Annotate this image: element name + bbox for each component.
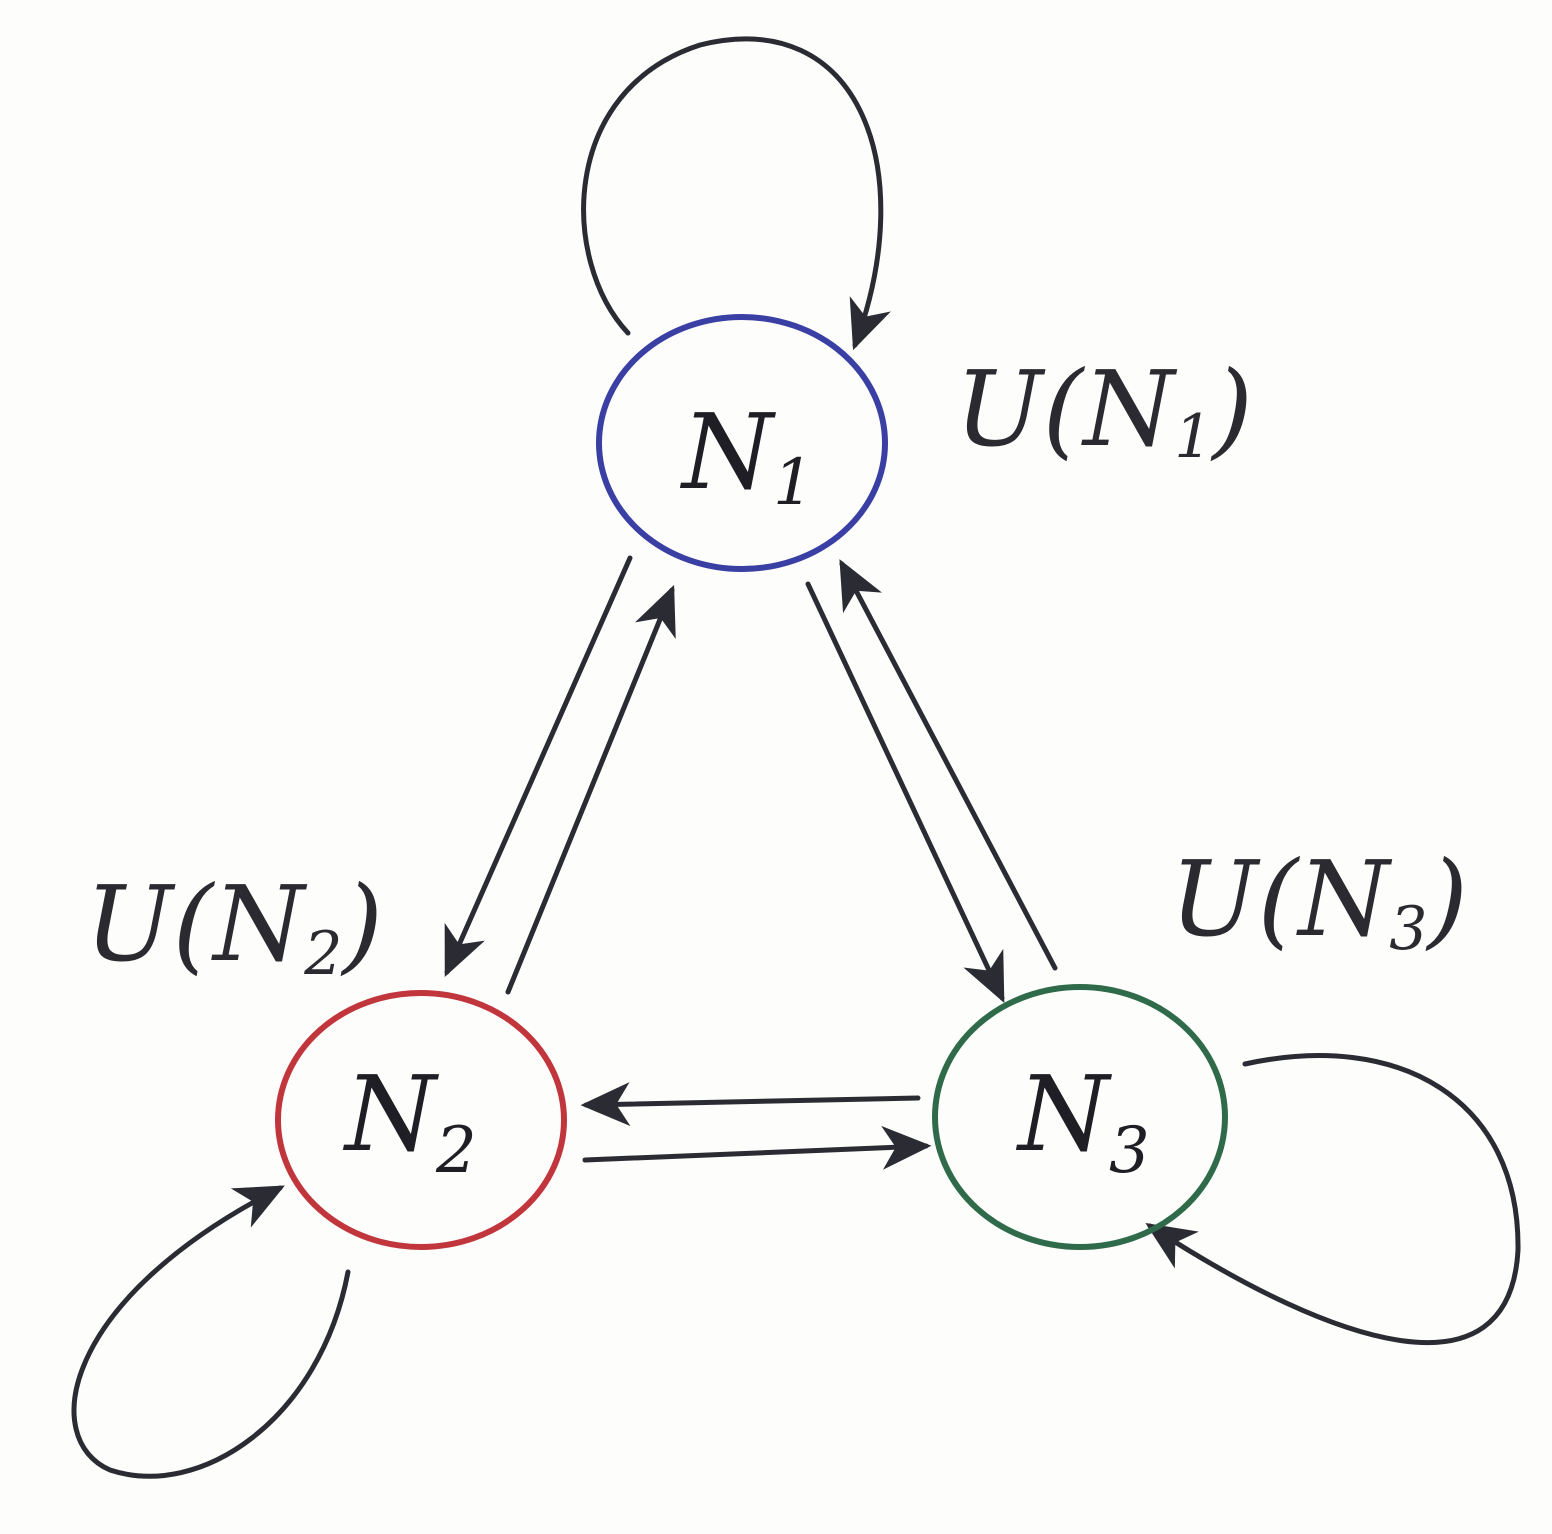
edge-n1-to-n3 xyxy=(805,581,1005,1003)
node-n2-circle xyxy=(275,990,567,1250)
node-n2: N2 xyxy=(275,990,567,1250)
node-n3: N3 xyxy=(932,984,1228,1250)
edge-self-loop-n2 xyxy=(71,1185,351,1479)
annotation-u-n1: U(N1) xyxy=(955,348,1253,472)
node-n3-circle xyxy=(932,984,1228,1250)
annotation-u-n2: U(N2) xyxy=(85,863,383,989)
edge-n2-to-n1 xyxy=(505,584,676,995)
edge-n1-to-n2 xyxy=(444,555,633,978)
annotation-u-n3: U(N3) xyxy=(1170,838,1468,964)
node-n3-label: N3 xyxy=(1015,1053,1150,1188)
edge-n3-to-n1 xyxy=(839,559,1058,971)
edge-self-loop-n1 xyxy=(581,36,891,351)
edge-n3-to-n2 xyxy=(580,1082,921,1127)
edge-n2-to-n3 xyxy=(582,1125,932,1170)
node-n1-label: N1 xyxy=(679,391,814,520)
node-n2-label: N2 xyxy=(342,1053,477,1188)
node-n1-circle xyxy=(596,314,888,572)
edge-self-loop-n3 xyxy=(1145,1053,1521,1345)
node-n1: N1 xyxy=(596,314,888,572)
